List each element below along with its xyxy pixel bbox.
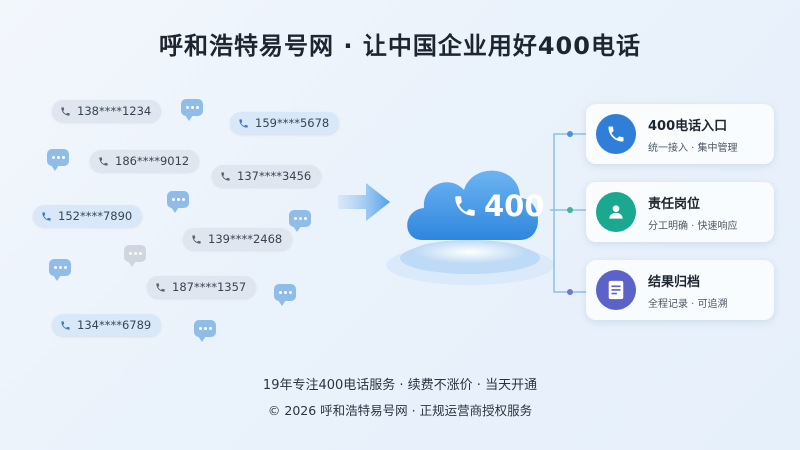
- feature-card-archive: 结果归档 全程记录 · 可追溯: [586, 260, 774, 320]
- user-icon: [596, 192, 636, 232]
- document-icon: [596, 270, 636, 310]
- phone-number-pill: 159****5678: [230, 112, 340, 134]
- phone-number-pill: 152****7890: [33, 205, 143, 227]
- feature-desc: 全程记录 · 可追溯: [648, 298, 728, 310]
- phone-icon: [221, 171, 230, 181]
- chat-bubble-icon: [181, 99, 203, 121]
- feature-title: 责任岗位: [648, 196, 701, 212]
- chat-bubble-icon: [124, 245, 146, 267]
- feature-title: 400电话入口: [648, 118, 728, 134]
- feature-card-responsibility: 责任岗位 分工明确 · 快速响应: [586, 182, 774, 242]
- feature-card-entrance: 400电话入口 统一接入 · 集中管理: [586, 104, 774, 164]
- phone-number-pill: 139****2468: [183, 228, 293, 250]
- phone-number: 139****2468: [208, 232, 283, 246]
- phone-icon: [99, 156, 108, 166]
- footer-tagline: 19年专注400电话服务 · 续费不涨价 · 当天开通: [262, 378, 538, 393]
- phone-number-pill: 186****9012: [90, 150, 200, 172]
- phone-icon: [192, 234, 201, 244]
- phone-number: 137****3456: [237, 169, 312, 183]
- phone-number: 138****1234: [77, 104, 152, 118]
- phone-icon: [61, 106, 70, 116]
- phone-number: 186****9012: [115, 154, 190, 168]
- phone-icon: [156, 282, 165, 292]
- feature-desc: 分工明确 · 快速响应: [648, 220, 738, 232]
- phone-icon: [596, 114, 636, 154]
- phone-number-pill: 137****3456: [212, 165, 322, 187]
- hub-label-group: 400: [452, 186, 545, 226]
- chat-bubble-icon: [167, 191, 189, 213]
- chat-bubble-icon: [289, 210, 311, 232]
- page-title: 呼和浩特易号网 · 让中国企业用好400电话: [159, 32, 641, 60]
- phone-icon: [61, 320, 70, 330]
- chat-bubble-icon: [194, 320, 216, 342]
- phone-number: 134****6789: [77, 318, 152, 332]
- phone-number: 159****5678: [255, 116, 330, 130]
- connector-lines: [550, 131, 586, 295]
- phone-number-pill: 187****1357: [147, 276, 257, 298]
- cloud-hub: [386, 170, 554, 285]
- footer-copyright: © 2026 呼和浩特易号网 · 正规运营商授权服务: [267, 403, 533, 418]
- arrow-right-icon: [338, 183, 390, 221]
- chat-bubble-icon: [47, 149, 69, 171]
- chat-bubble-icon: [274, 284, 296, 306]
- feature-title: 结果归档: [648, 274, 701, 290]
- chat-bubble-icon: [49, 259, 71, 281]
- phone-number-pill: 138****1234: [52, 100, 162, 122]
- hub-label: 400: [484, 189, 545, 223]
- phone-number: 187****1357: [172, 280, 247, 294]
- phone-icon: [455, 196, 475, 216]
- phone-number-pill: 134****6789: [52, 314, 162, 336]
- phone-number: 152****7890: [58, 209, 133, 223]
- feature-desc: 统一接入 · 集中管理: [648, 142, 738, 154]
- phone-icon: [42, 211, 51, 221]
- phone-icon: [239, 118, 248, 128]
